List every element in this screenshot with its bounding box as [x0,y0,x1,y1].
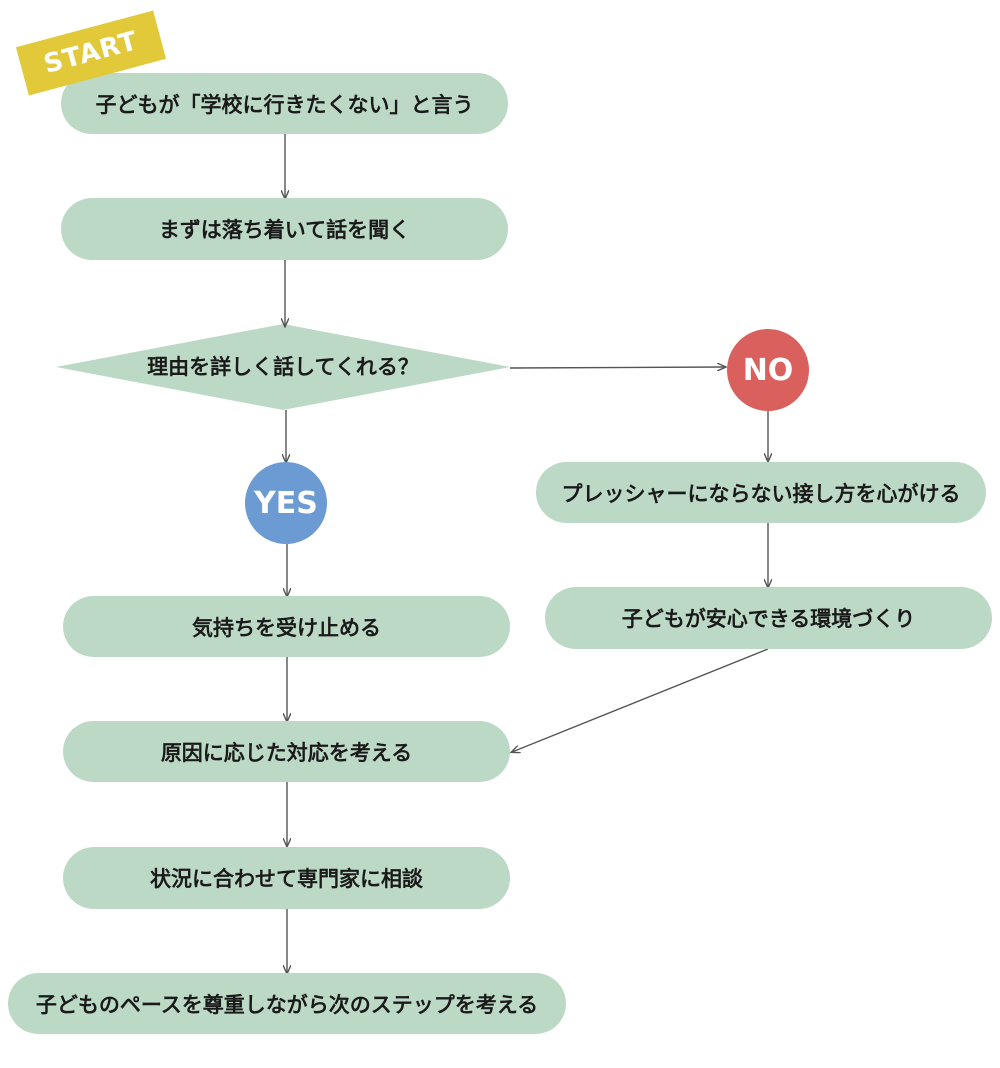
node-yes-step1: 気持ちを受け止める [63,596,510,657]
node-step2: まずは落ち着いて話を聞く [61,198,508,260]
arrow-no-step2-to-step3 [512,648,769,752]
node-no-step2: 子どもが安心できる環境づくり [545,587,992,649]
no-badge: NO [727,329,809,411]
node-step3: 原因に応じた対応を考える [63,721,510,782]
node-no-step1: プレッシャーにならない接し方を心がける [536,462,986,523]
arrow-decision-to-no [509,367,725,368]
decision-label: 理由を詳しく話してくれる？ [147,355,419,379]
node-step1: 子どもが「学校に行きたくない」と言う [61,73,508,134]
node-step4: 状況に合わせて専門家に相談 [63,847,510,909]
node-step5: 子どものペースを尊重しながら次のステップを考える [8,973,566,1034]
decision-diamond [56,324,510,410]
yes-badge: YES [245,462,327,544]
